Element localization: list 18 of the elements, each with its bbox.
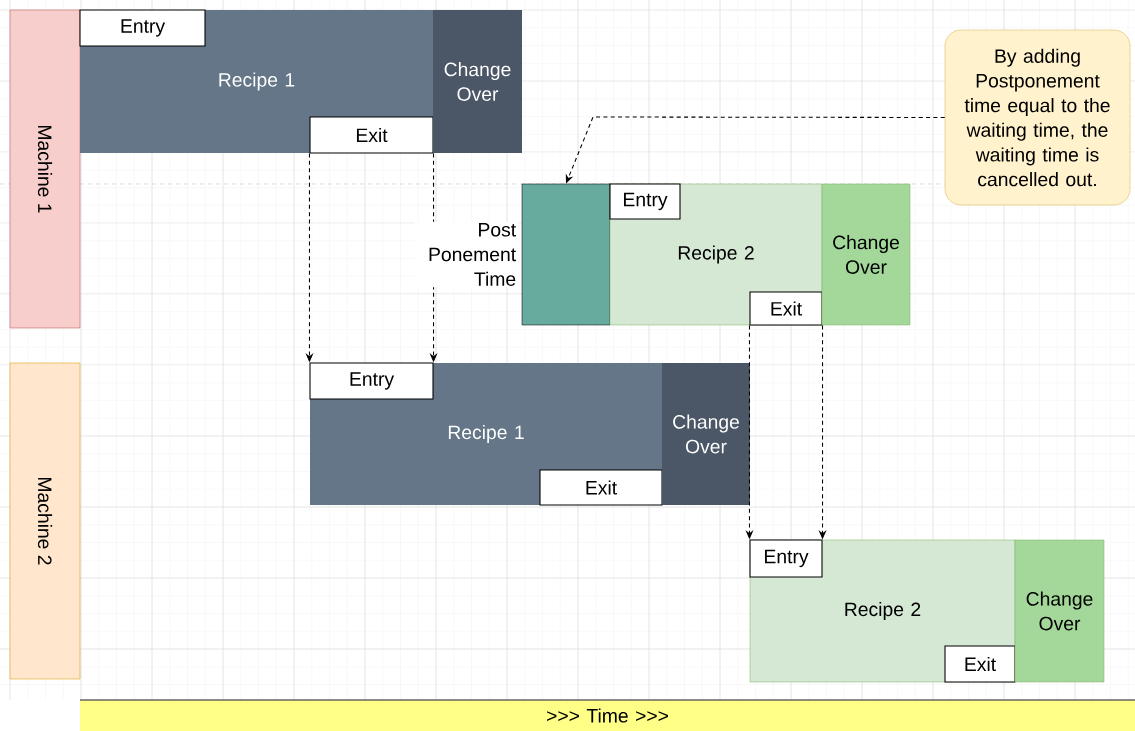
tag-box: Exit bbox=[539, 469, 663, 506]
changeover-block: Change Over bbox=[821, 183, 911, 326]
tag-box: Entry bbox=[309, 362, 434, 400]
machine-band: Machine 1 bbox=[9, 9, 81, 329]
tag-box: Entry bbox=[79, 9, 206, 47]
tag-box: Entry bbox=[749, 539, 823, 578]
note-callout: By adding Postponement time equal to the waiting time, the waiting time is cancelled out. bbox=[944, 29, 1131, 206]
tag-box: Entry bbox=[609, 183, 681, 220]
changeover-block: Change Over bbox=[662, 363, 750, 505]
tag-box: Exit bbox=[309, 116, 434, 154]
changeover-block: Change Over bbox=[433, 10, 522, 153]
tag-box: Exit bbox=[944, 645, 1016, 683]
time-bar: >>> Time >>> bbox=[79, 699, 1135, 731]
machine-band: Machine 2 bbox=[9, 362, 81, 680]
changeover-block: Change Over bbox=[1014, 539, 1105, 683]
tag-box: Exit bbox=[749, 291, 823, 326]
side-label: Post Ponement Time bbox=[414, 221, 518, 288]
postponement-block bbox=[521, 183, 611, 326]
